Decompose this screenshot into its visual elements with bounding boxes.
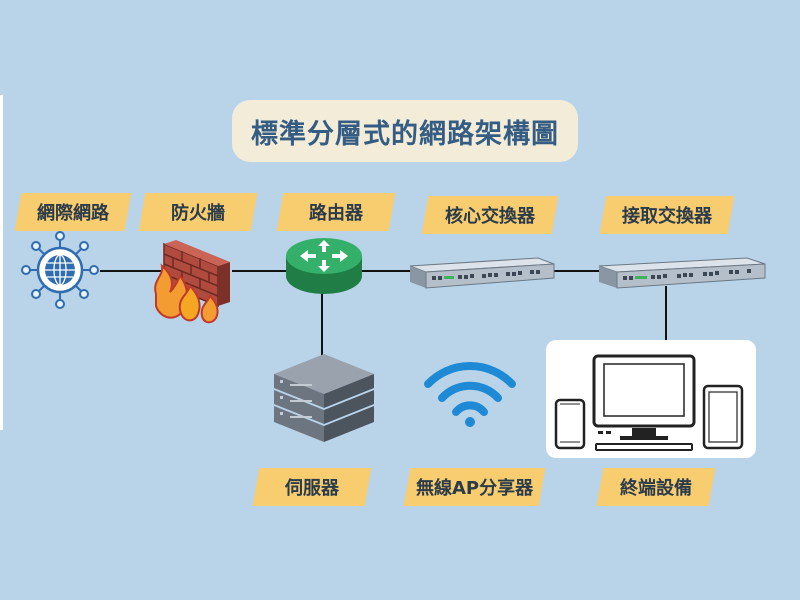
link-internet-firewall bbox=[100, 270, 162, 272]
globe-network-icon bbox=[21, 231, 99, 309]
label-access-switch: 接取交換器 bbox=[599, 196, 735, 234]
link-core-access bbox=[553, 270, 601, 272]
label-firewall: 防火牆 bbox=[138, 193, 258, 231]
label-router: 路由器 bbox=[276, 193, 396, 231]
label-wifi-ap: 無線AP分享器 bbox=[403, 468, 546, 506]
diagram-title: 標準分層式的網路架構圖 bbox=[232, 100, 578, 162]
left-edge-strip bbox=[0, 95, 3, 430]
label-internet: 網際網路 bbox=[14, 193, 132, 231]
end-devices-illustration bbox=[554, 354, 744, 451]
desktop-icon bbox=[592, 354, 696, 451]
firewall-icon bbox=[154, 240, 230, 324]
switch-icon-access bbox=[598, 257, 766, 289]
label-server: 伺服器 bbox=[252, 468, 372, 506]
label-end-devices: 終端設備 bbox=[596, 468, 716, 506]
link-access-devices bbox=[665, 286, 667, 342]
label-core-switch: 核心交換器 bbox=[421, 196, 559, 234]
tablet-icon bbox=[702, 384, 744, 450]
switch-icon bbox=[409, 257, 555, 289]
link-router-core bbox=[362, 270, 412, 272]
wifi-icon bbox=[424, 362, 516, 427]
server-icon bbox=[274, 354, 374, 442]
phone-icon bbox=[554, 398, 586, 450]
link-router-server bbox=[321, 290, 323, 356]
link-firewall-router bbox=[232, 270, 286, 272]
router-icon bbox=[286, 238, 362, 294]
